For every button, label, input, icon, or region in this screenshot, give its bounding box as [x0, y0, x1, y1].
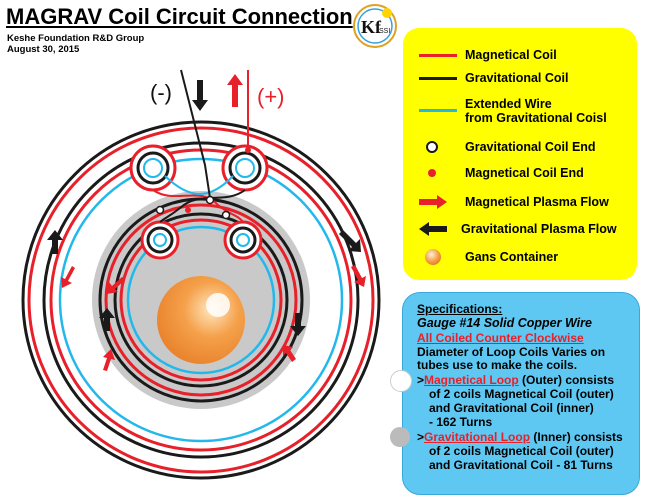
black-crossing-wire: [159, 189, 246, 223]
coil-diagram: (-) (+): [21, 69, 381, 480]
spec-magnetical-4: - 162 Turns: [429, 415, 493, 429]
gravitational-flow-arrow: [192, 80, 208, 111]
gravitational-flow-arrow: [47, 230, 63, 254]
blue-line-swatch: [419, 109, 457, 112]
positive-label: (+): [257, 84, 285, 109]
spec-gravitational-3: and Gravitational Coil - 81 Turns: [429, 458, 613, 472]
mid-right-loop: [223, 220, 263, 260]
spec-magnetical-loop: >Magnetical Loop (Outer) consists: [417, 373, 615, 387]
spec-magnetical-3: and Gravitational Coil (inner): [429, 401, 594, 415]
magnetical-flow-arrow: [351, 265, 366, 287]
magnetical-loop-bullet: [390, 370, 412, 392]
gravitational-coil-end: [205, 195, 215, 205]
spec-diameter-1: Diameter of Loop Coils Varies on: [417, 345, 606, 359]
keshe-logo: Kf SSI: [353, 4, 397, 48]
svg-text:SSI: SSI: [379, 28, 390, 35]
org-name: Keshe Foundation R&D Group: [7, 33, 145, 44]
spec-gauge: Gauge #14 Solid Copper Wire: [417, 316, 592, 330]
top-left-loop: [129, 144, 177, 192]
outer-red-ring-1: [27, 126, 375, 474]
magnetical-flow-arrow: [103, 349, 115, 371]
top-right-loop: [221, 144, 269, 192]
magnetical-flow-arrow: [107, 277, 125, 294]
red-arrow-icon: [419, 195, 447, 209]
magnetical-end-icon: [428, 169, 436, 177]
blue-crossing-wire: [164, 175, 234, 195]
gravitational-flow-arrow: [99, 308, 115, 331]
gravitational-loop-bullet: [390, 427, 410, 447]
spec-heading: Specifications:: [417, 302, 503, 316]
magnetical-flow-arrow: [61, 266, 75, 288]
inner-red-ring-1: [104, 203, 298, 397]
gravitational-coil-end: [221, 210, 231, 220]
spec-gravitational-loop: >Gravitational Loop (Inner) consists: [417, 430, 623, 444]
extended-wire-ring-inner: [126, 225, 276, 375]
gans-sphere-icon: [425, 249, 441, 265]
spec-coiled: All Coiled Counter Clockwise: [417, 331, 584, 345]
gravitational-flow-arrow: [339, 230, 361, 252]
negative-lead-wire: [180, 69, 211, 199]
magnetical-coil-end: [185, 207, 191, 213]
red-crossing-wire: [152, 189, 244, 223]
gravitational-coil-end: [155, 205, 165, 215]
gravitational-end-icon: [426, 141, 438, 153]
gans-container: [157, 276, 245, 364]
gravitational-flow-arrow: [290, 313, 306, 336]
magnetical-coil-end: [245, 147, 251, 153]
spec-diameter-2: tubes use to make the coils.: [417, 358, 578, 372]
spec-magnetical-2: of 2 coils Magnetical Coil (outer): [429, 387, 614, 401]
gans-highlight: [206, 293, 230, 317]
mid-left-loop: [140, 220, 180, 260]
header-meta: Keshe Foundation R&D Group August 30, 20…: [7, 33, 144, 55]
magnetical-flow-arrow: [227, 74, 243, 107]
black-arrow-icon: [419, 222, 447, 236]
outer-grav-ring-2: [42, 141, 360, 459]
date-label: August 30, 2015: [7, 44, 80, 55]
black-line-swatch: [419, 77, 457, 80]
svg-text:Kf: Kf: [361, 17, 382, 37]
outer-grav-ring-1: [21, 120, 381, 480]
magnetical-flow-arrow: [283, 345, 296, 362]
inner-red-ring-2: [119, 218, 283, 382]
extended-wire-ring-outer: [58, 157, 344, 443]
specifications-panel: Specifications: Gauge #14 Solid Copper W…: [402, 292, 640, 495]
spec-gravitational-2: of 2 coils Magnetical Coil (outer): [429, 444, 614, 458]
inner-grav-ring-2: [113, 212, 289, 388]
negative-label: (-): [150, 80, 172, 105]
legend-panel: Magnetical Coil Gravitational Coil Exten…: [403, 28, 637, 280]
red-line-swatch: [419, 54, 457, 57]
page-title: MAGRAV Coil Circuit Connection: [6, 4, 353, 29]
